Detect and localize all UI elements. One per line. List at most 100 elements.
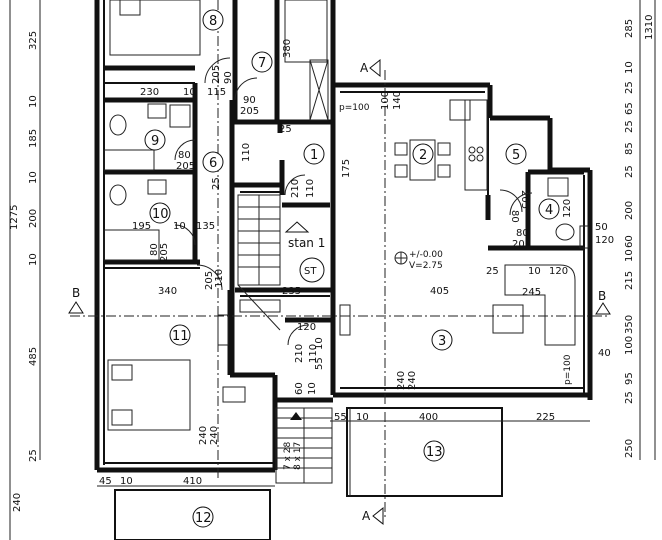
opening-dimensions: 80 205 80 205 80 205 80 205 210 110 205 … — [149, 39, 614, 445]
door-dim-240-c: 240 — [396, 371, 407, 390]
door-icon — [499, 189, 523, 213]
door-icon — [196, 264, 223, 291]
room-number-6: 6 — [209, 156, 217, 171]
dim-120-right: 120 — [595, 235, 614, 246]
left-dim-200: 200 — [28, 209, 39, 228]
dim-90-7: 90 — [223, 71, 234, 84]
left-dim-10b: 10 — [28, 171, 39, 184]
door-dim-210: 210 — [290, 179, 301, 198]
dim-40: 40 — [598, 348, 611, 359]
dim-195: 195 — [132, 221, 151, 232]
stair-steps-1: 7 x 28 — [283, 442, 293, 471]
bed-icon — [109, 0, 201, 56]
dim-120-bath: 120 — [562, 199, 573, 218]
right-dim-285: 285 — [624, 19, 635, 38]
left-dim-25: 25 — [28, 449, 39, 462]
toilet-icon — [109, 184, 127, 206]
right-dim-100: 100 — [624, 336, 635, 355]
dim-10-b2: 10 — [356, 412, 369, 423]
window-icon — [579, 225, 589, 249]
door-dim-80-4: 80 — [516, 228, 529, 239]
door-dim-205-9: 205 — [176, 161, 195, 172]
interior-stair: stan 1 ST — [237, 194, 325, 331]
dim-140: 140 — [392, 91, 403, 110]
sink-icon — [147, 179, 167, 195]
room-number-12: 12 — [195, 511, 212, 526]
level-marker: +/-0.00 V=2.75 — [394, 250, 443, 271]
door-dim-120: 120 — [297, 322, 316, 333]
stair-arrow-icon — [284, 221, 310, 233]
dim-115: 115 — [207, 87, 226, 98]
right-dim-250: 250 — [624, 439, 635, 458]
dim-400: 400 — [419, 412, 438, 423]
right-dim-215: 215 — [624, 271, 635, 290]
terraces — [114, 407, 503, 540]
section-markers: A A B B — [68, 58, 611, 526]
bathtub-icon — [103, 229, 160, 261]
right-dim-350: 350 — [624, 315, 635, 334]
left-dim-185: 185 — [28, 129, 39, 148]
door-dim-80-9: 80 — [178, 150, 191, 161]
room-number-11: 11 — [172, 329, 189, 344]
stair-steps-2: 8 x 17 — [293, 442, 303, 470]
door-dim-205-5: 205 — [519, 190, 530, 209]
toilet-icon — [555, 223, 575, 241]
door-dim-205-11: 205 — [204, 271, 215, 290]
sink-icon — [449, 99, 471, 121]
left-total-dim: 1275 — [9, 205, 20, 230]
arrow-icon — [290, 412, 302, 420]
dim-245: 245 — [522, 287, 541, 298]
door-dim-110: 110 — [305, 179, 316, 198]
right-dim-200: 200 — [624, 201, 635, 220]
right-dim-10b: 10 — [624, 249, 635, 262]
room-number-1: 1 — [310, 148, 318, 163]
stair-symbol-circle — [299, 257, 325, 283]
horizontal-dimensions: 230 10 115 90 205 195 10 135 340 235 405 — [132, 87, 449, 297]
right-dim-65: 65 — [624, 102, 635, 115]
interior-walls — [104, 65, 584, 470]
dim-175: 175 — [341, 159, 352, 178]
door-dim-80-5: 80 — [509, 210, 520, 223]
dim-405: 405 — [430, 286, 449, 297]
window-icon — [339, 304, 351, 336]
sink-icon — [547, 177, 569, 197]
left-dim-10a: 10 — [28, 95, 39, 108]
right-dim-85: 85 — [624, 142, 635, 155]
dining-table-icon — [409, 139, 436, 181]
door-icon — [174, 224, 196, 246]
right-total-dim: 1310 — [644, 15, 655, 40]
sofa-icon — [504, 264, 576, 346]
window-icon — [217, 314, 229, 346]
left-dim-325: 325 — [28, 31, 39, 50]
room-number-10: 10 — [152, 207, 169, 222]
room-labels: 8 7 9 6 10 1 2 5 4 11 3 13 12 — [144, 9, 560, 528]
dim-55: 55 — [334, 412, 347, 423]
dim-205-7: 205 — [211, 65, 222, 84]
door-icon — [509, 192, 533, 216]
room-number-7: 7 — [258, 56, 266, 71]
left-dim-485: 485 — [28, 347, 39, 366]
level-value-1: +/-0.00 — [409, 250, 443, 260]
dim-410: 410 — [183, 476, 202, 487]
room-number-8: 8 — [209, 14, 217, 29]
section-a-bottom: A — [362, 509, 371, 523]
door-dim-205-4: 205 — [512, 239, 531, 250]
door-icon — [204, 57, 231, 84]
bathtub-icon — [103, 149, 155, 171]
coffee-table-icon — [492, 304, 524, 334]
door-icon — [174, 139, 196, 161]
door-dim-240-a: 240 — [198, 426, 209, 445]
right-dim-25b: 25 — [624, 120, 635, 133]
dim-380: 380 — [282, 39, 293, 58]
wardrobe-icon — [284, 0, 328, 63]
dim-135: 135 — [196, 221, 215, 232]
dim-10-hall-b: 10 — [307, 382, 318, 395]
dim-60-hall: 60 — [294, 382, 305, 395]
desk-chair-icon — [222, 386, 246, 403]
doors — [174, 57, 533, 346]
stair-label: stan 1 — [288, 236, 325, 250]
dim-25-living: 25 — [486, 266, 499, 277]
windows — [217, 225, 589, 346]
